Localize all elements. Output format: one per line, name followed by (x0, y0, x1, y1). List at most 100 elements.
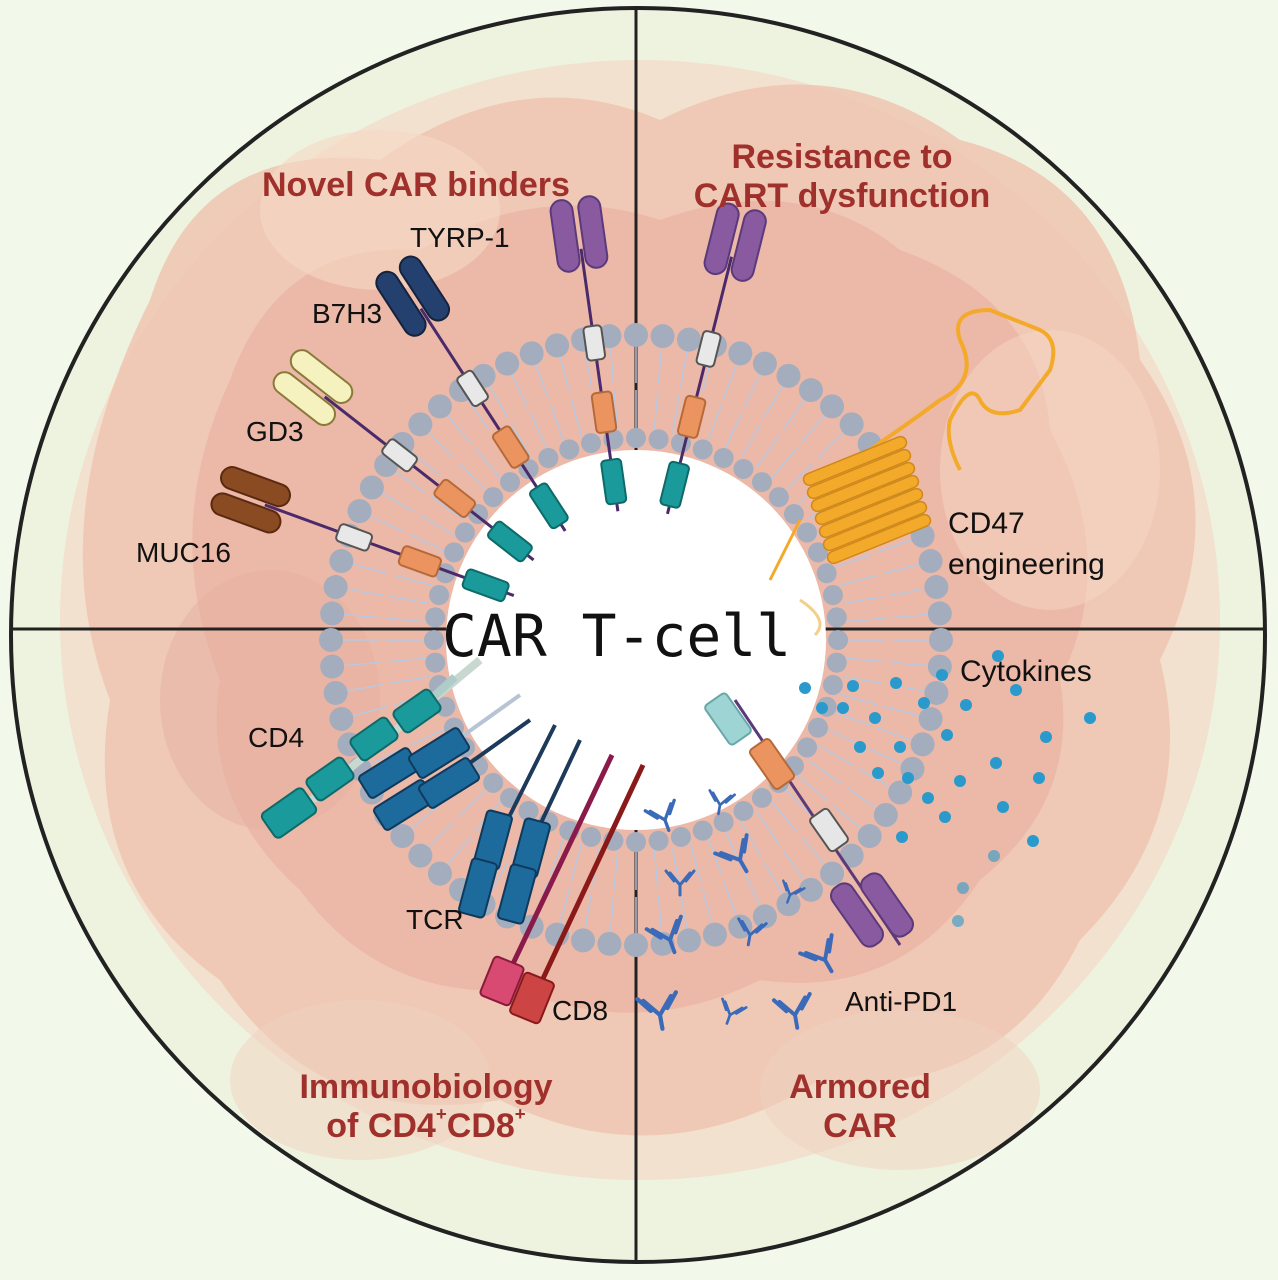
lipid-head-inner (822, 585, 843, 606)
label-gd3: GD3 (246, 416, 304, 447)
outer-circle (9, 6, 1267, 1264)
lipid-head-inner (807, 717, 828, 738)
lipid-tail (763, 862, 786, 898)
lipid-tail (486, 382, 509, 418)
lipid-head-outer (676, 928, 701, 953)
lipid-head-inner (648, 429, 669, 450)
lipid-head-outer (857, 824, 882, 849)
car-muc16-costim-domain (397, 545, 442, 578)
lipid-tail (409, 533, 446, 552)
lipid-tail (474, 448, 502, 480)
antibody-shape (737, 917, 768, 947)
lipid-tail (570, 398, 583, 438)
label-cytokines: Cytokines (960, 655, 1092, 688)
car-b7h3-signal-domain (529, 482, 569, 530)
lipid-head-outer (320, 654, 345, 679)
lipid-tail (549, 404, 565, 443)
lipid-head-inner (783, 504, 804, 525)
lipid-tail (707, 404, 723, 443)
car-muc16-signal-domain (461, 568, 510, 603)
lipid-head-inner (826, 607, 847, 628)
lipid-tail (389, 595, 430, 605)
lipid-head-outer (927, 601, 952, 626)
antibody (664, 869, 696, 897)
cd47-helix (826, 513, 932, 565)
lipid-head-inner (425, 652, 446, 673)
lipid-tail (386, 657, 427, 663)
lipid-tail (444, 836, 472, 868)
cytokine-dot (992, 650, 1004, 662)
car-gd3-hinge (381, 438, 418, 473)
lipid-tail (800, 836, 828, 868)
antibody (644, 914, 683, 955)
lipid-tail (444, 412, 472, 444)
lipid-head-inner (733, 458, 754, 479)
lipid-tail (884, 705, 924, 718)
lipid-tail (458, 462, 489, 493)
lipid-tail (425, 429, 455, 459)
lipid-head-outer (820, 861, 845, 886)
cytokine-dot (816, 702, 828, 714)
car-muc16-binder-0 (210, 492, 282, 534)
lipid-head-inner (648, 830, 669, 851)
title-armored-line1: Armored (789, 1068, 931, 1106)
lipid-head-outer (752, 904, 777, 929)
lipid-tail (671, 846, 681, 887)
cytokine-dot (936, 669, 948, 681)
car-tyrp1 (549, 195, 628, 512)
lipid-tail (389, 675, 430, 685)
cytokine-dot (957, 882, 969, 894)
cytokine-dot (997, 801, 1009, 813)
lipid-tail (807, 759, 842, 785)
lipid-head-inner (626, 832, 646, 852)
cytokine-dot (847, 680, 859, 692)
lipid-tail (671, 393, 681, 434)
lipid-head-inner (751, 787, 772, 808)
lipid-tail (465, 396, 490, 430)
lipid-tail (583, 892, 593, 933)
lipid-tail (782, 396, 807, 430)
label-cd8: CD8 (552, 995, 609, 1026)
lipid-head-outer (597, 931, 622, 956)
lipid-tail (653, 390, 659, 431)
cytokine-dot (988, 850, 1000, 862)
cytokine-dot (872, 767, 884, 779)
car-muc16-binder-1 (220, 466, 292, 508)
antibody (713, 833, 749, 874)
title-armored-line2: CAR (823, 1107, 897, 1146)
antibody-shape (664, 869, 696, 897)
lipid-tail (343, 587, 384, 597)
antibody-shape (771, 991, 812, 1030)
cytokine-dot (869, 712, 881, 724)
lipid-head-outer (408, 843, 433, 868)
label-tyrp1: TYRP-1 (410, 222, 510, 253)
lipid-tail (340, 661, 381, 667)
lipid-tail (842, 675, 883, 685)
lipid-head-inner (751, 472, 772, 493)
lipid-tail (558, 888, 571, 928)
title-immunobiology-sup2: + (514, 1103, 526, 1125)
lipid-tail (378, 490, 414, 513)
cytokine-dot (990, 757, 1002, 769)
cytokine-dot (941, 729, 953, 741)
lipid-tail (348, 705, 388, 718)
lipid-tail (458, 787, 489, 818)
lipid-head-outer (924, 680, 949, 705)
lipid-tail (343, 683, 384, 693)
lipid-tail (838, 574, 878, 587)
lipid-tail (740, 821, 762, 857)
cytokine-dot (799, 682, 811, 694)
lipid-head-inner (444, 542, 465, 563)
lipid-head-inner (454, 522, 475, 543)
cd47-helix (802, 435, 908, 487)
lipid-head-inner (538, 448, 559, 469)
lipid-head-inner (626, 428, 646, 448)
antibody (721, 997, 748, 1025)
antibody (643, 798, 676, 832)
label-muc16: MUC16 (136, 537, 231, 568)
title-resistance-line1: Resistance to (731, 138, 953, 176)
lipid-head-inner (435, 696, 456, 717)
antibody-shape (713, 833, 749, 874)
lipid-tail (845, 617, 886, 623)
